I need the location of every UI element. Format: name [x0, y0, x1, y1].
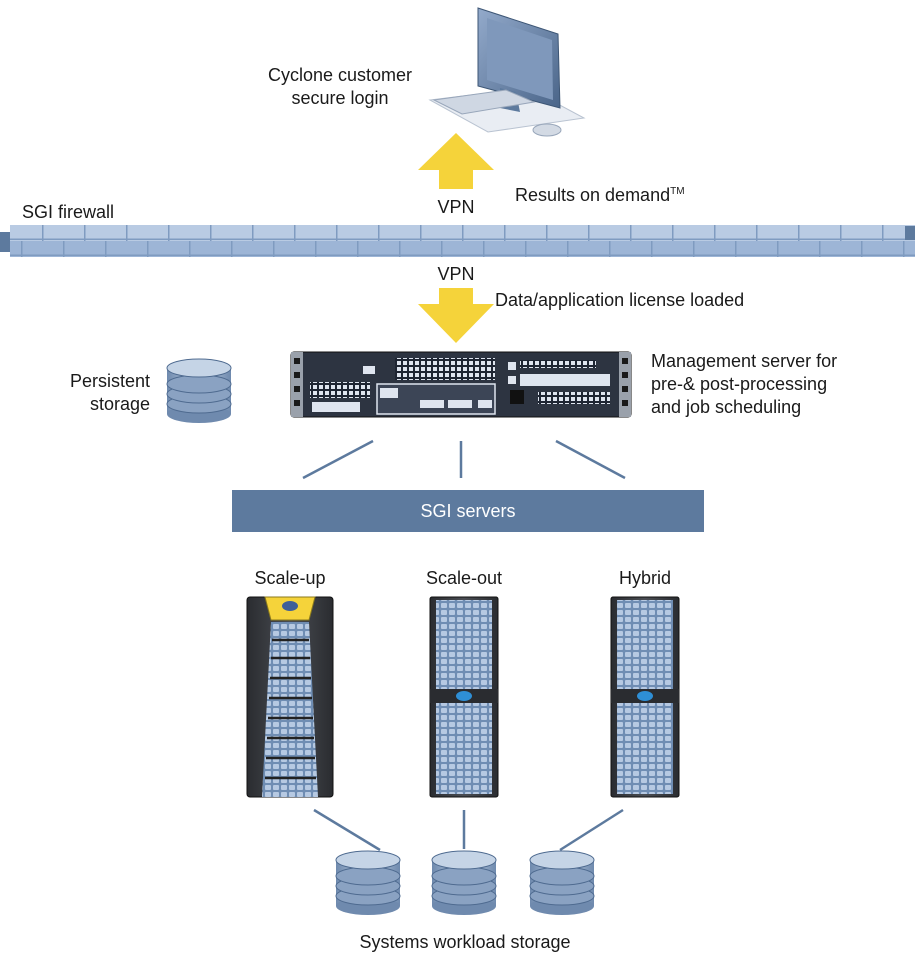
- database-icon: [431, 850, 497, 915]
- hybrid-label: Hybrid: [618, 568, 671, 588]
- vpn-bottom-label: VPN: [437, 264, 475, 284]
- sgi-servers-label: SGI servers: [420, 501, 516, 521]
- firewall-icon: [0, 225, 915, 257]
- customer-label: Cyclone customer secure login: [240, 64, 440, 110]
- trademark-mark: TM: [670, 186, 685, 197]
- database-icon: [529, 850, 595, 915]
- persistent-line2: storage: [89, 394, 150, 414]
- vpn-down-arrow: [418, 288, 494, 343]
- data-loaded-label: Data/application license loaded: [495, 290, 745, 310]
- scale-up-label: Scale-up: [254, 568, 326, 588]
- computer-icon: [428, 7, 586, 137]
- sgi-servers-bar: [232, 490, 704, 532]
- vpn-top-label: VPN: [437, 197, 475, 217]
- results-text: Results on demand: [515, 185, 671, 205]
- rack-icon: [429, 596, 499, 798]
- persistent-storage-label: Persistent storage: [40, 370, 150, 416]
- persistent-line1: Persistent: [69, 371, 150, 391]
- vpn-up-arrow: [418, 133, 494, 189]
- workload-storage-label: Systems workload storage: [359, 932, 571, 952]
- connector-lines-top: [302, 439, 626, 480]
- database-icon: [166, 358, 232, 423]
- mgmt-line3: and job scheduling: [651, 397, 802, 417]
- rack-icon: [610, 596, 680, 798]
- customer-label-line2: secure login: [291, 88, 389, 108]
- scale-out-label: Scale-out: [425, 568, 503, 588]
- mgmt-line1: Management server for: [651, 351, 838, 371]
- firewall-label: SGI firewall: [22, 202, 115, 222]
- mgmt-line2: pre-& post-processing: [651, 374, 828, 394]
- database-icon: [335, 850, 401, 915]
- management-server-label: Management server for pre-& post-process…: [651, 350, 837, 419]
- connector-lines-bottom: [313, 808, 624, 852]
- rack-icon: [246, 596, 334, 798]
- customer-label-line1: Cyclone customer: [267, 65, 413, 85]
- results-label: Results on demandTM: [515, 180, 685, 207]
- server-icon: [290, 351, 632, 418]
